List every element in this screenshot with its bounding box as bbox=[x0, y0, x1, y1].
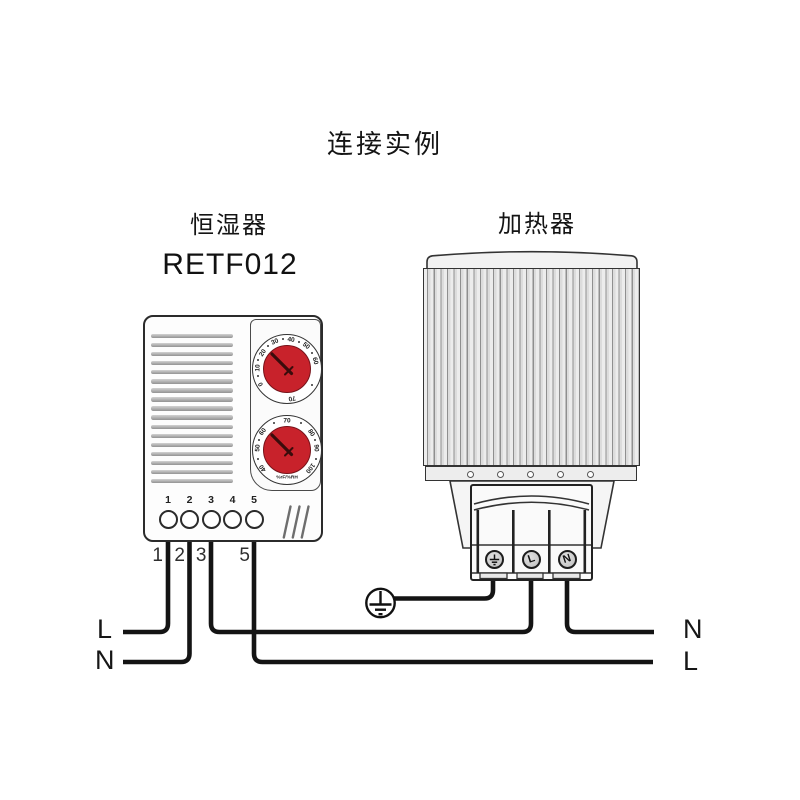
dial-tick-dot bbox=[257, 457, 260, 460]
vent-slat bbox=[151, 442, 233, 447]
vent-slat bbox=[151, 478, 233, 484]
dial-tick-dot bbox=[314, 439, 317, 442]
wire-label-5: 5 bbox=[239, 545, 250, 566]
wire-label-2: 2 bbox=[174, 545, 185, 566]
earth-icon bbox=[489, 554, 499, 565]
ventilation-slats bbox=[151, 334, 233, 486]
dial-tick-dot bbox=[256, 375, 259, 378]
terminal-number-2: 2 bbox=[186, 494, 193, 506]
wire-label-1: 1 bbox=[152, 545, 163, 566]
terminal-screw-2[interactable] bbox=[180, 509, 199, 529]
dial-tick-dot bbox=[281, 338, 284, 341]
dial-tick-dot bbox=[272, 422, 275, 425]
terminal-screw-4[interactable] bbox=[223, 509, 242, 529]
mounting-hole bbox=[556, 470, 564, 478]
dial-tick-dot bbox=[298, 340, 301, 343]
vent-slat bbox=[151, 370, 233, 375]
terminal-screw-3[interactable] bbox=[201, 509, 221, 529]
dial-tick-dot bbox=[299, 422, 302, 425]
vent-slat bbox=[151, 388, 233, 393]
pe-ground-icon bbox=[365, 587, 396, 619]
speaker-vent-lines bbox=[282, 505, 310, 539]
mounting-hole bbox=[526, 470, 534, 478]
dial-tick-dot bbox=[311, 384, 314, 387]
wire-terminal3-to-heaterL bbox=[208, 542, 534, 635]
terminal-screw-5[interactable] bbox=[244, 509, 264, 529]
vent-slat bbox=[151, 469, 233, 475]
supply-left-L-label: L bbox=[97, 614, 113, 644]
wire-supplyN-to-terminal2 bbox=[123, 542, 192, 665]
supply-right-N-label: N bbox=[683, 614, 703, 644]
mounting-hole bbox=[496, 470, 504, 478]
screwdriver-slot-icon bbox=[270, 433, 294, 457]
dial-unit-label: %rF/%RH bbox=[276, 475, 298, 481]
heater-top-cap bbox=[426, 250, 638, 270]
dial-tick-dot bbox=[266, 345, 269, 348]
dial-tick-dot bbox=[257, 358, 260, 361]
dial-scale-number: 10 bbox=[253, 364, 262, 372]
mounting-hole bbox=[466, 470, 474, 478]
wire-heaterN-to-supplyN-right bbox=[564, 580, 654, 635]
heater-fins bbox=[423, 268, 640, 466]
dial-scale-number: 70 bbox=[283, 417, 291, 424]
heater-terminal-earth[interactable] bbox=[484, 549, 504, 569]
vent-slat bbox=[151, 334, 233, 339]
terminal-number-3: 3 bbox=[208, 494, 214, 506]
terminal-number-5: 5 bbox=[251, 494, 257, 506]
wire-heaterEarth-to-ground bbox=[394, 580, 496, 601]
dial-scale-number: 40 bbox=[287, 335, 296, 344]
heater-label: 加热器 bbox=[498, 210, 576, 238]
vent-slat bbox=[151, 433, 233, 438]
dial-scale-number: 90 bbox=[312, 444, 321, 453]
terminal-block-detail bbox=[472, 495, 591, 579]
dial-tick-dot bbox=[311, 351, 314, 354]
vent-slat bbox=[151, 415, 233, 420]
wire-label-3: 3 bbox=[195, 545, 207, 566]
supply-right-L-label: L bbox=[683, 646, 699, 676]
vent-slat bbox=[151, 352, 233, 357]
vent-slat bbox=[151, 343, 233, 348]
vent-slat bbox=[151, 406, 233, 411]
heater-terminal-L-label: L bbox=[525, 552, 537, 566]
heater-terminal-L[interactable]: L bbox=[521, 549, 541, 569]
heater-terminal-N-label: N bbox=[561, 552, 573, 566]
wire-terminal5-to-supplyL-right bbox=[251, 542, 653, 665]
vent-slat bbox=[151, 424, 233, 429]
dial-tick-dot bbox=[314, 458, 317, 461]
dial-scale-number: 50 bbox=[253, 444, 262, 453]
terminal-number-1: 1 bbox=[165, 494, 171, 506]
wire-supplyL-to-terminal1 bbox=[123, 542, 171, 635]
terminal-number-4: 4 bbox=[229, 494, 236, 506]
hygrostat-model: RETF012 bbox=[162, 248, 298, 281]
terminal-screw-1[interactable] bbox=[158, 509, 178, 529]
vent-slat bbox=[151, 397, 233, 402]
vent-slat bbox=[151, 361, 233, 366]
heater-terminal-N[interactable]: N bbox=[557, 549, 577, 569]
vent-slat bbox=[151, 451, 233, 456]
mounting-hole bbox=[586, 470, 594, 478]
supply-left-N-label: N bbox=[95, 645, 115, 675]
vent-slat bbox=[151, 460, 233, 465]
screwdriver-slot-icon bbox=[270, 352, 294, 376]
diagram-title: 连接实例 bbox=[326, 130, 443, 160]
hygrostat-label: 恒湿器 bbox=[190, 211, 268, 239]
vent-slat bbox=[151, 379, 233, 384]
dial-tick-dot bbox=[257, 438, 260, 441]
dial-scale-number: 70 bbox=[287, 393, 297, 403]
